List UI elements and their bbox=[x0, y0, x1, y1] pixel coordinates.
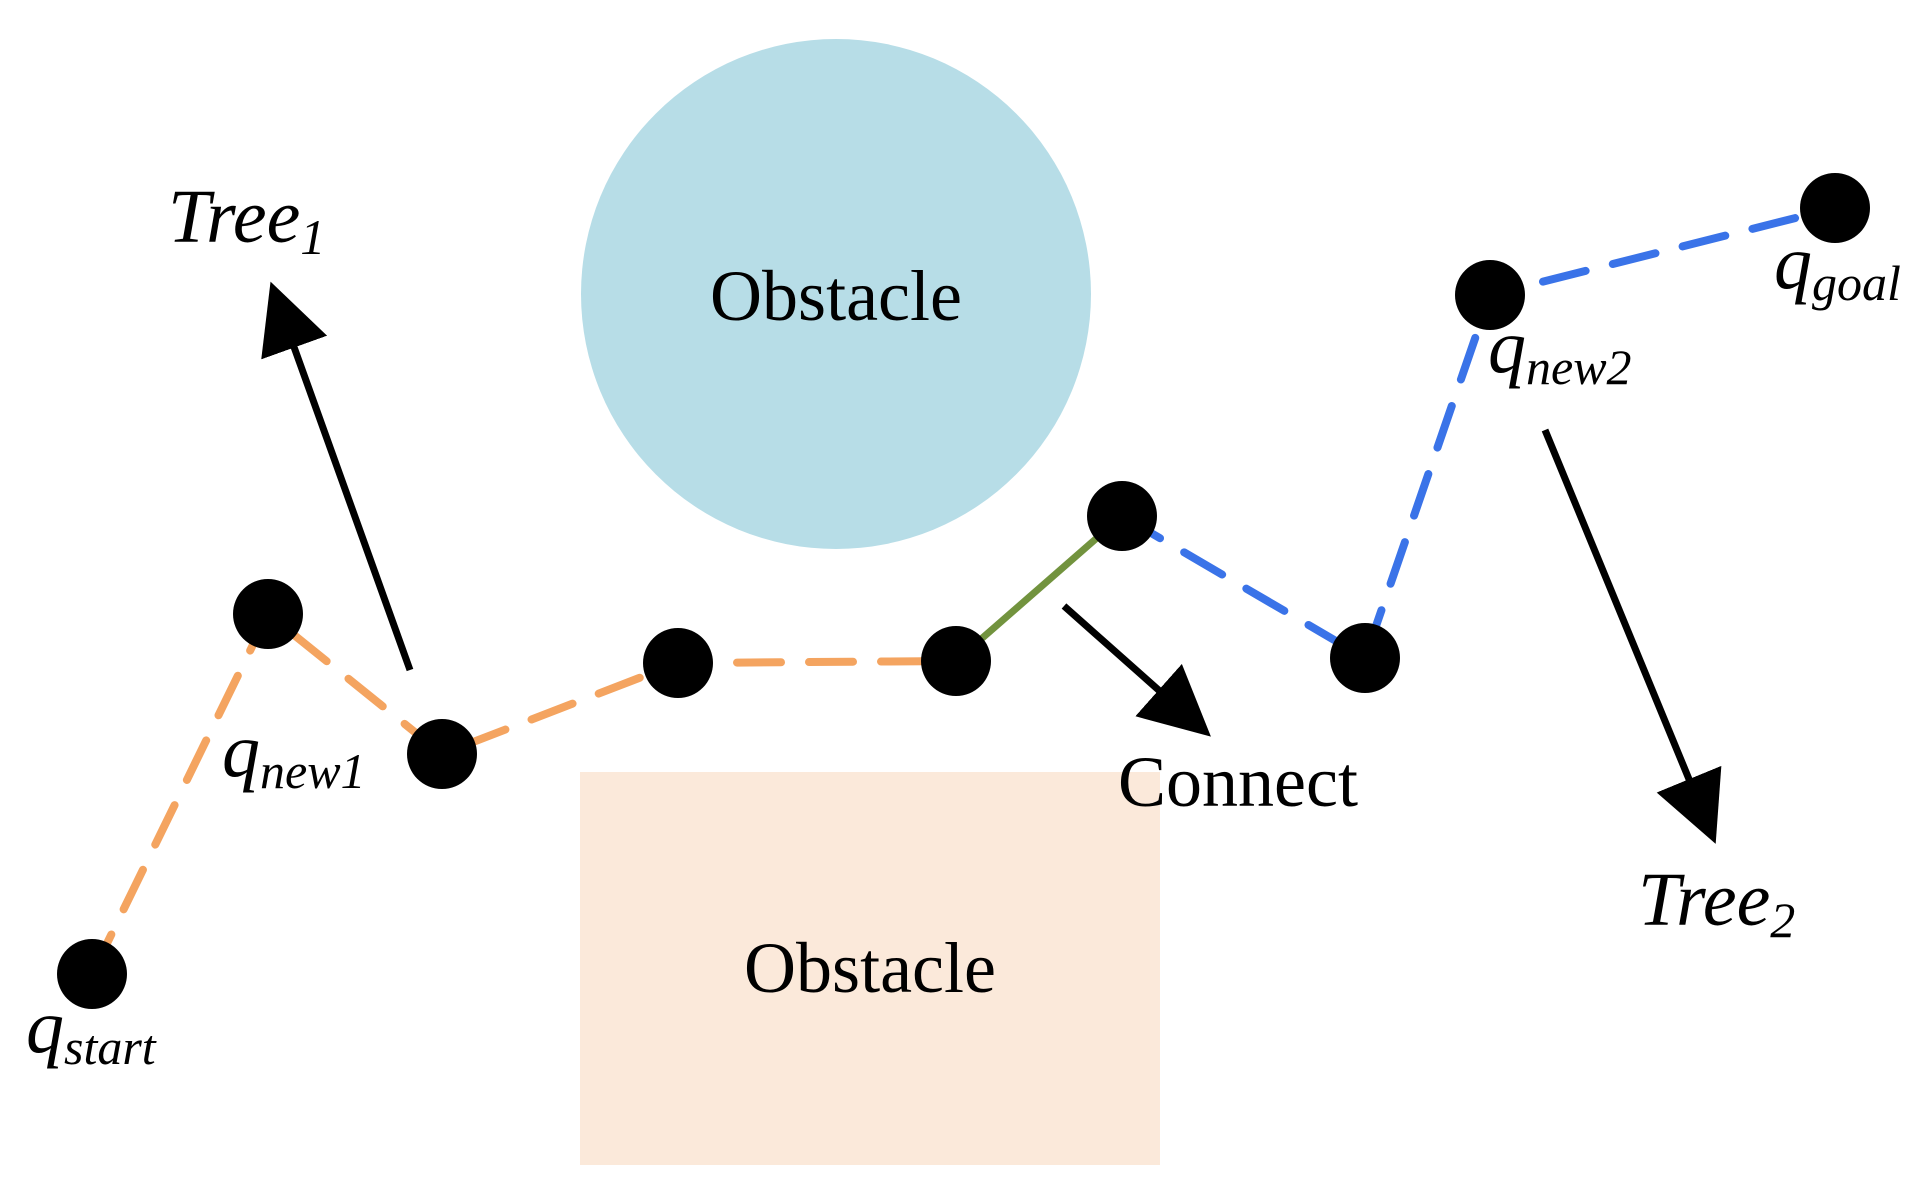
q-new1-label: qnew1 bbox=[222, 709, 366, 799]
tree2-path bbox=[1118, 204, 1839, 664]
node-tree1-1 bbox=[233, 579, 303, 649]
circle-obstacle bbox=[581, 39, 1091, 549]
node-q-start bbox=[57, 939, 127, 1009]
tree1-arrow bbox=[261, 281, 414, 672]
tree1-label: Tree1 bbox=[168, 175, 325, 265]
q-new2-label: qnew2 bbox=[1488, 305, 1632, 395]
q-new1-main: q bbox=[222, 709, 260, 793]
tree1-path bbox=[88, 607, 960, 978]
tree2-label-main: Tree bbox=[1638, 858, 1770, 942]
rect-obstacle-label: Obstacle bbox=[744, 928, 996, 1008]
q-goal-label: qgoal bbox=[1774, 221, 1901, 311]
q-start-sub: start bbox=[64, 1019, 157, 1075]
connect-path bbox=[953, 513, 1125, 664]
tree1-label-sub: 1 bbox=[300, 209, 325, 265]
node-tree2-2 bbox=[1330, 623, 1400, 693]
q-new2-main: q bbox=[1488, 305, 1526, 389]
node-q-new2 bbox=[1455, 260, 1525, 330]
node-q-new1 bbox=[407, 719, 477, 789]
node-tree1-3 bbox=[643, 628, 713, 698]
tree2-label-sub: 2 bbox=[1770, 892, 1795, 948]
tree2-label: Tree2 bbox=[1638, 858, 1795, 948]
tree1-label-main: Tree bbox=[168, 175, 300, 259]
q-start-main: q bbox=[26, 985, 64, 1069]
rect-obstacle bbox=[580, 772, 1160, 1165]
q-new1-sub: new1 bbox=[260, 743, 366, 799]
node-q-goal bbox=[1800, 173, 1870, 243]
connect-arrow bbox=[1061, 603, 1211, 737]
node-tree2-connect bbox=[1087, 481, 1157, 551]
q-new2-sub: new2 bbox=[1526, 339, 1632, 395]
circle-obstacle-label: Obstacle bbox=[710, 256, 962, 336]
q-goal-sub: goal bbox=[1812, 255, 1901, 311]
connect-label: Connect bbox=[1118, 742, 1358, 822]
tree2-arrow bbox=[1541, 428, 1722, 844]
node-tree1-4 bbox=[921, 626, 991, 696]
q-goal-main: q bbox=[1774, 221, 1812, 305]
q-start-label: qstart bbox=[26, 985, 157, 1075]
